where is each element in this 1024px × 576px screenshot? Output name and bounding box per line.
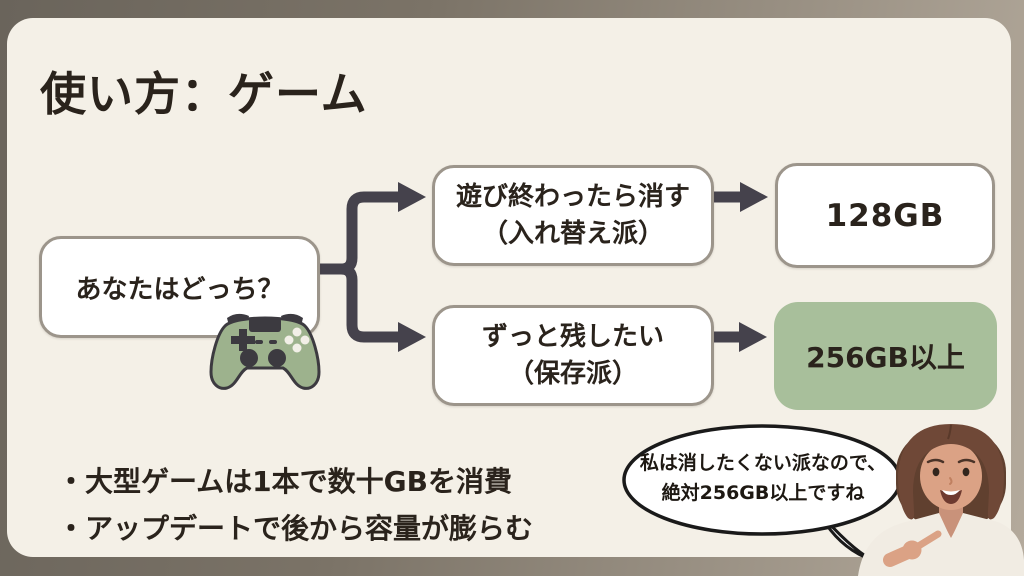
question-box: あなたはどっち？ <box>39 236 320 338</box>
result-box-256gb: 256GB以上 <box>774 302 997 410</box>
result-128gb-label: 128GB <box>825 197 945 234</box>
note-item-2: ・アップデートで後から容量が膨らむ <box>57 512 534 545</box>
notes-list: ・大型ゲームは1本で数十GBを消費 ・アップデートで後から容量が膨らむ <box>57 458 533 552</box>
branch-box-delete: 遊び終わったら消す （入れ替え派） <box>432 165 714 266</box>
branch-keep-line1: ずっと残したい <box>481 321 664 352</box>
page-title: 使い方：ゲーム <box>40 67 368 121</box>
branch-box-keep: ずっと残したい （保存派） <box>432 305 714 406</box>
presenter-character <box>858 424 1024 576</box>
question-label: あなたはどっち？ <box>75 274 284 305</box>
slide-panel: 使い方：ゲーム あなたはどっち？ 遊び終わったら消す （入れ替え派） ずっと残し… <box>7 18 1011 557</box>
game-controller-icon <box>209 313 321 390</box>
result-256gb-label: 256GB以上 <box>806 341 965 374</box>
result-box-128gb: 128GB <box>775 163 995 268</box>
note-item-1: ・大型ゲームは1本で数十GBを消費 <box>57 465 512 498</box>
speech-bubble-text: 私は消したくない派なので、 絶対256GB以上ですね <box>632 448 894 508</box>
branch-keep-line2: （保存派） <box>507 358 638 389</box>
speech-line-2: 絶対256GB以上ですね <box>661 482 865 504</box>
branch-delete-line2: （入れ替え派） <box>481 218 664 249</box>
speech-line-1: 私は消したくない派なので、 <box>639 452 887 474</box>
branch-delete-line1: 遊び終わったら消す <box>455 181 690 212</box>
speech-bubble: 私は消したくない派なので、 絶対256GB以上ですね <box>612 418 912 576</box>
